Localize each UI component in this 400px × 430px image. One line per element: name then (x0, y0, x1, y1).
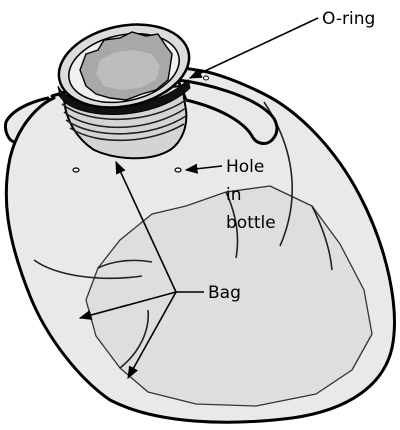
hole-label-line2: in (226, 185, 242, 205)
o-ring-leader (190, 18, 318, 78)
hole-label-line3: bottle (226, 213, 276, 233)
o-ring-label: O-ring (322, 9, 375, 29)
hole-small (204, 76, 209, 80)
bag-label: Bag (208, 283, 241, 303)
hole-left (73, 168, 79, 172)
hole-label-line1: Hole (226, 157, 264, 177)
hole-in-bottle (175, 168, 181, 172)
